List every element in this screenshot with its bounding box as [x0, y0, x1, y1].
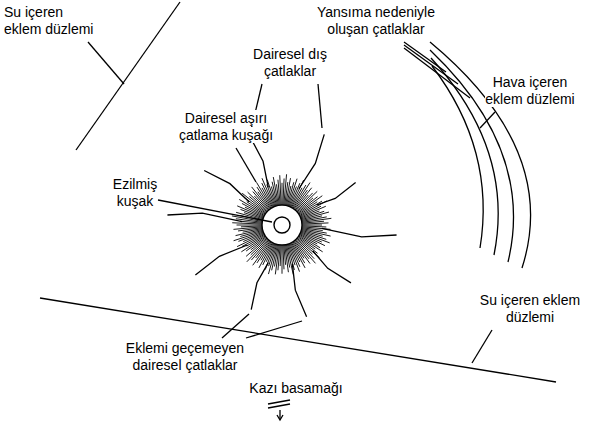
label-text: Kazı basamağı — [249, 380, 342, 396]
radial-crack — [299, 134, 324, 188]
fracture-ray — [285, 245, 289, 272]
fracture-ray — [237, 225, 262, 226]
bench-symbol — [277, 415, 283, 420]
radial-crack — [313, 251, 351, 283]
radial-crack — [322, 228, 397, 236]
leader-line — [404, 42, 446, 72]
leader-line — [246, 321, 302, 338]
leader-line — [404, 45, 458, 84]
label-text: Su içeren eklem düzlemi — [4, 4, 93, 37]
fracture-ray — [302, 225, 322, 226]
leader-line — [222, 314, 249, 338]
joint-plane — [40, 298, 556, 382]
annotation-label: Dairesel dış çatlaklar — [240, 46, 340, 80]
bench-symbol — [268, 404, 290, 408]
radial-crack — [317, 183, 356, 206]
annotation-label: Yansıma nedeniyle oluşan çatlaklar — [306, 4, 446, 38]
annotation-label: Su içeren eklem düzlemi — [476, 292, 584, 326]
fracture-ray — [282, 183, 283, 205]
bench-symbol — [268, 400, 290, 404]
bench-symbol — [279, 410, 280, 419]
leader-line — [88, 42, 124, 84]
annotation-label: Hava içeren eklem düzlemi — [476, 74, 584, 108]
leader-line — [236, 148, 256, 182]
blast-hole — [274, 217, 290, 233]
annotation-label: Su içeren eklem düzlemi — [4, 4, 104, 38]
label-text: Su içeren eklem düzlemi — [480, 292, 580, 325]
fracture-rays — [232, 174, 331, 274]
annotation-label: Ezilmiş kuşak — [104, 176, 166, 210]
label-text: Ezilmiş kuşak — [113, 176, 157, 209]
fracture-ray — [302, 223, 329, 224]
radial-crack — [251, 263, 268, 310]
fracture-ray — [287, 244, 294, 270]
fracture-ray — [241, 225, 262, 227]
radial-crack — [250, 136, 269, 188]
leader-line — [480, 112, 495, 128]
radial-crack — [292, 264, 306, 317]
fracture-ray — [302, 218, 332, 222]
annotation-label: Dairesel aşırı çatlama kuşağı — [168, 110, 284, 144]
fracture-ray — [282, 245, 283, 274]
label-text: Eklemi geçemeyen dairesel çatlaklar — [126, 340, 244, 373]
fracture-ray — [275, 245, 279, 275]
leader-line — [404, 48, 470, 98]
reflection-crack — [431, 58, 498, 255]
label-text: Yansıma nedeniyle oluşan çatlaklar — [317, 4, 435, 37]
fracture-ray — [286, 244, 293, 274]
radial-crack — [204, 171, 249, 203]
reflection-crack — [432, 66, 483, 248]
label-text: Dairesel dış çatlaklar — [253, 46, 327, 79]
fracture-ray — [283, 245, 284, 269]
fracture-ray — [294, 241, 310, 263]
annotation-label: Eklemi geçemeyen dairesel çatlaklar — [110, 340, 260, 374]
leader-line — [318, 84, 322, 128]
label-text: Dairesel aşırı çatlama kuşağı — [179, 110, 273, 143]
fracture-ray — [280, 175, 281, 205]
leader-line — [158, 200, 272, 222]
label-text: Hava içeren eklem düzlemi — [485, 74, 574, 107]
radial-crack — [195, 245, 247, 275]
radial-cracks — [167, 134, 396, 316]
fracture-ray — [233, 227, 262, 230]
crushed-zone — [262, 205, 302, 245]
annotation-label: Kazı basamağı — [236, 380, 356, 397]
leader-line — [472, 330, 492, 363]
